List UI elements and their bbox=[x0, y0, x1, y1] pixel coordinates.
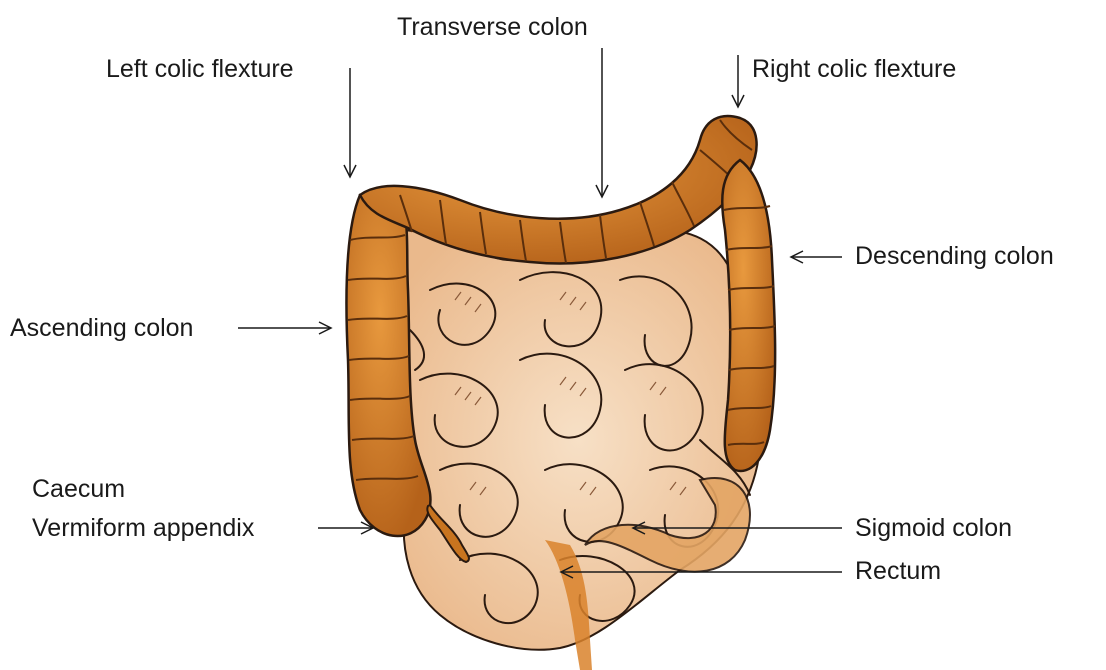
label-sigmoid-colon: Sigmoid colon bbox=[855, 513, 1012, 543]
label-transverse-colon: Transverse colon bbox=[397, 12, 588, 42]
label-caecum: Caecum bbox=[32, 474, 125, 504]
label-rectum: Rectum bbox=[855, 556, 941, 586]
label-descending-colon: Descending colon bbox=[855, 241, 1054, 271]
label-left-colic-flexture: Left colic flexture bbox=[106, 54, 294, 84]
label-right-colic-flexture: Right colic flexture bbox=[752, 54, 956, 84]
label-vermiform-appendix: Vermiform appendix bbox=[32, 513, 254, 543]
label-ascending-colon: Ascending colon bbox=[10, 313, 193, 343]
